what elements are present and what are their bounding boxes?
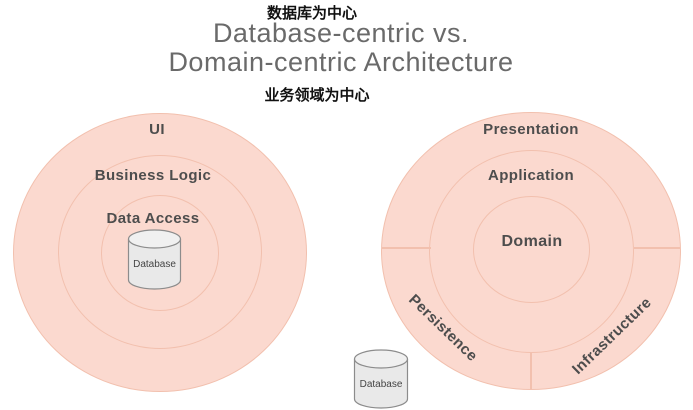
divider-bottom-vertical bbox=[530, 352, 532, 390]
database-cylinder-label: Database bbox=[133, 259, 176, 270]
left-middle-ring-business-logic bbox=[58, 155, 262, 349]
label-application: Application bbox=[487, 167, 575, 184]
page-title-line1: Database-centric vs. bbox=[212, 18, 470, 48]
database-cylinder-icon: Database bbox=[127, 229, 182, 290]
external-database-cylinder-icon: Database bbox=[353, 349, 409, 409]
right-inner-ring-domain bbox=[473, 196, 590, 303]
divider-right-horizontal bbox=[634, 247, 680, 249]
external-database-cylinder-label: Database bbox=[360, 379, 403, 390]
label-data-access: Data Access bbox=[106, 210, 200, 227]
label-business-logic: Business Logic bbox=[94, 167, 212, 184]
label-domain: Domain bbox=[501, 233, 563, 250]
label-presentation: Presentation bbox=[483, 121, 579, 138]
divider-left-horizontal bbox=[382, 247, 431, 249]
page-title-line2: Domain-centric Architecture bbox=[168, 47, 514, 77]
caption-domain-centric-zh: 业务领域为中心 bbox=[264, 87, 370, 104]
caption-database-centric-zh: 数据库为中心 bbox=[266, 5, 358, 22]
page-title: Database-centric vs. Domain-centric Arch… bbox=[168, 19, 513, 77]
label-ui: UI bbox=[149, 121, 165, 138]
